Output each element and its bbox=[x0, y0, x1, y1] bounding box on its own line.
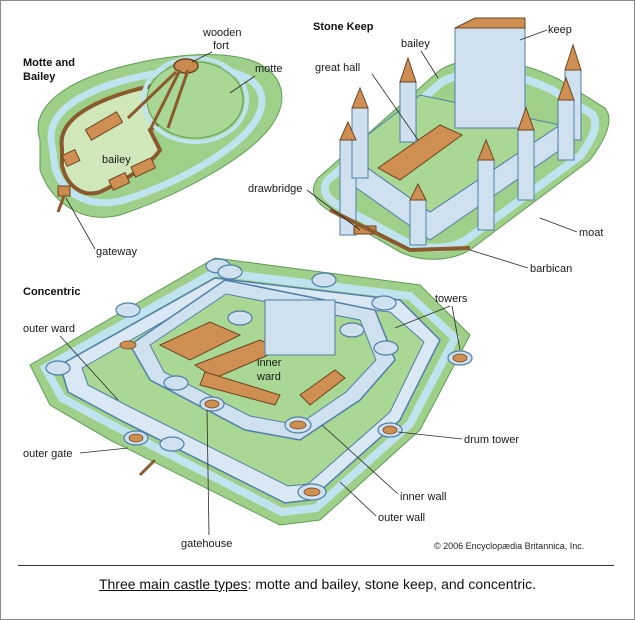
motte-ditch bbox=[141, 56, 249, 144]
label-bailey-motte: bailey bbox=[102, 154, 131, 166]
inner-hall-4 bbox=[299, 369, 346, 406]
motte-hill bbox=[146, 61, 244, 139]
label-outer-gate: outer gate bbox=[23, 448, 73, 460]
leader-drawbridge bbox=[306, 189, 361, 231]
stone-keep-illustration bbox=[312, 17, 610, 260]
motte-and-bailey-title-line2: Bailey bbox=[23, 71, 56, 83]
keep-tower-roofs bbox=[339, 43, 582, 201]
copyright-notice: © 2006 Encyclopædia Britannica, Inc. bbox=[434, 541, 585, 551]
label-drum-tower: drum tower bbox=[464, 434, 519, 446]
label-great-hall: great hall bbox=[315, 62, 360, 74]
label-keep: keep bbox=[548, 24, 572, 36]
bailey-longhouse bbox=[84, 111, 124, 141]
leader-keep bbox=[519, 29, 548, 41]
leader-outer-ward bbox=[59, 335, 119, 401]
gateway-bridge bbox=[56, 195, 66, 213]
label-barbican: barbican bbox=[530, 263, 572, 275]
leader-towers-2 bbox=[451, 305, 461, 351]
label-bailey-keep: bailey bbox=[401, 38, 430, 50]
leader-moat bbox=[539, 217, 578, 233]
motte-and-bailey-illustration bbox=[37, 54, 283, 218]
figure-caption: Three main castle types: motte and baile… bbox=[0, 576, 635, 592]
label-fort: fort bbox=[213, 40, 229, 52]
leader-drum-tower bbox=[397, 431, 463, 440]
label-wooden: wooden bbox=[202, 27, 242, 39]
leader-bailey-keep bbox=[420, 50, 439, 79]
keep-tower bbox=[454, 27, 526, 129]
label-outer-wall: outer wall bbox=[378, 512, 425, 524]
label-moat: moat bbox=[579, 227, 603, 239]
label-outer-ward: outer ward bbox=[23, 323, 75, 335]
motte-ramp bbox=[126, 69, 190, 131]
leader-motte bbox=[229, 75, 256, 94]
leader-great-hall bbox=[371, 73, 419, 141]
keep-tower-top bbox=[454, 17, 526, 29]
great-hall bbox=[377, 124, 463, 181]
leader-outer-gate bbox=[79, 447, 129, 454]
inner-hall-1 bbox=[158, 321, 242, 361]
bailey-hut-2 bbox=[108, 172, 131, 191]
gatehouse-road bbox=[138, 458, 157, 477]
concentric-illustration bbox=[29, 257, 473, 526]
leader-gatehouse bbox=[206, 409, 210, 536]
leader-gateway bbox=[65, 197, 96, 250]
bailey-hut-3 bbox=[130, 157, 157, 178]
inner-hall-3 bbox=[199, 371, 281, 406]
label-gateway: gateway bbox=[96, 246, 137, 258]
leader-wooden-fort bbox=[191, 51, 213, 63]
label-motte: motte bbox=[255, 63, 283, 75]
label-ward: ward bbox=[256, 371, 281, 383]
concentric-title: Concentric bbox=[23, 286, 80, 298]
label-drawbridge: drawbridge bbox=[248, 183, 302, 195]
concentric-moat bbox=[39, 267, 460, 517]
label-gatehouse: gatehouse bbox=[181, 538, 232, 550]
label-inner-wall: inner wall bbox=[400, 491, 446, 503]
bailey-hut-1 bbox=[61, 148, 81, 168]
motte-and-bailey-title-line1: Motte and bbox=[23, 57, 75, 69]
stone-keep-title: Stone Keep bbox=[313, 21, 374, 33]
caption-underlined: Three main castle types bbox=[98, 576, 248, 592]
caption-rest: : motte and bailey, stone keep, and conc… bbox=[247, 576, 537, 592]
motte-moat bbox=[47, 65, 266, 207]
label-inner: inner bbox=[257, 357, 282, 369]
concentric-keep-block bbox=[264, 299, 336, 356]
caption-divider bbox=[18, 565, 614, 566]
leader-inner-wall bbox=[321, 424, 399, 495]
leader-barbican bbox=[469, 249, 529, 269]
leader-outer-wall bbox=[339, 481, 377, 517]
leader-towers-1 bbox=[394, 305, 451, 329]
label-towers: towers bbox=[435, 293, 468, 305]
keep-corner-towers bbox=[339, 69, 582, 246]
concentric-tower-tops bbox=[119, 340, 468, 497]
barbican-wall bbox=[329, 208, 471, 253]
gateway-structure bbox=[57, 185, 71, 197]
